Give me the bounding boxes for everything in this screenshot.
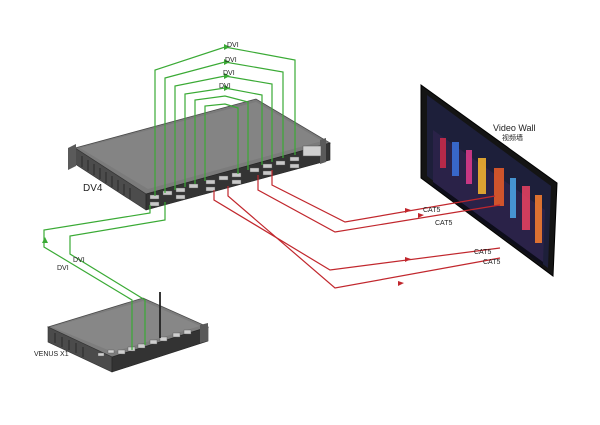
cat5-cables bbox=[213, 170, 501, 289]
cat5-label-2: CAT5 bbox=[435, 220, 452, 227]
dvi-label-5: DVI bbox=[73, 257, 85, 264]
dv4-label: DV4 bbox=[83, 183, 103, 194]
cat5-label-4: CAT5 bbox=[483, 259, 500, 266]
venus-x1-device bbox=[46, 292, 210, 373]
video-wall-label: Video Wall bbox=[493, 123, 536, 133]
cat5-label-1: CAT5 bbox=[423, 207, 440, 214]
video-wall-cn-label: 视频墙 bbox=[502, 133, 523, 142]
dvi-label-6: DVI bbox=[57, 265, 69, 272]
dvi-label-1: DVI bbox=[227, 42, 239, 49]
venus-label: VENUS X1 bbox=[34, 351, 69, 358]
dvi-label-3: DVI bbox=[223, 70, 235, 77]
cat5-arrows bbox=[398, 208, 424, 286]
dvi-arrows bbox=[42, 44, 230, 243]
dv4-device bbox=[68, 98, 332, 211]
dvi-label-4: DVI bbox=[219, 83, 231, 90]
video-wall bbox=[420, 84, 558, 277]
cat5-label-3: CAT5 bbox=[474, 249, 491, 256]
dvi-label-2: DVI bbox=[225, 57, 237, 64]
